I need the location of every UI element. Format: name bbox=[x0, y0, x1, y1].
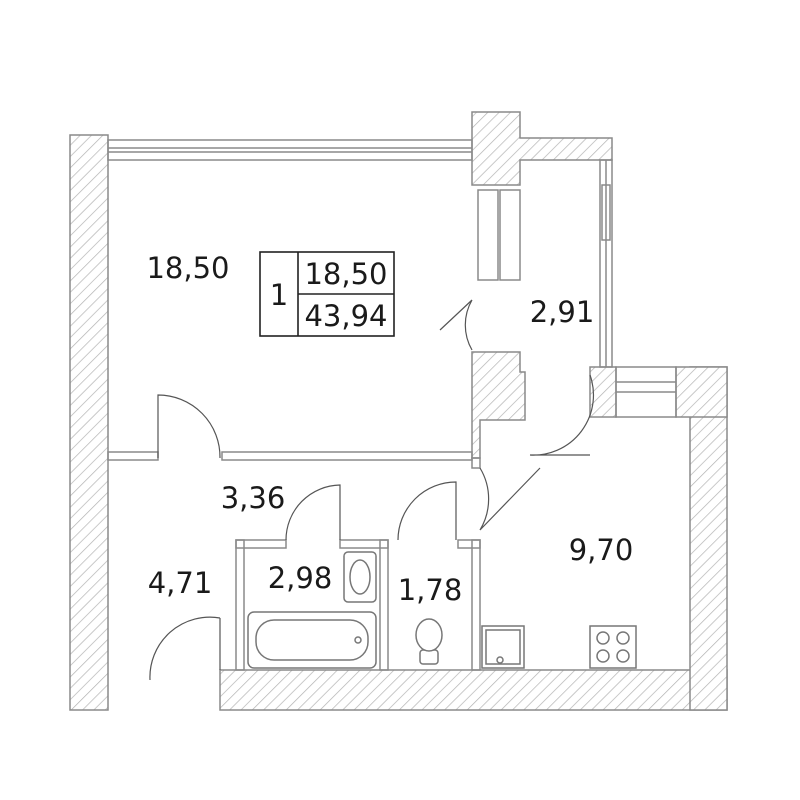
doors bbox=[149, 299, 595, 681]
wall-column-top bbox=[471, 111, 613, 186]
partition-toilet-top bbox=[457, 539, 481, 549]
wall-bottom bbox=[219, 669, 728, 711]
partition-living-bottom-right bbox=[221, 451, 473, 461]
room-area-bathroom: 2,98 bbox=[268, 561, 333, 595]
door-toilet bbox=[397, 481, 457, 541]
window-living-room bbox=[107, 139, 473, 161]
door-entrance bbox=[149, 616, 221, 681]
window-kitchen bbox=[615, 366, 677, 418]
living-area-value: 18,50 bbox=[304, 257, 387, 291]
door-bathroom bbox=[285, 484, 341, 541]
exterior-walls bbox=[69, 111, 728, 711]
window-balcony bbox=[599, 159, 613, 368]
room-area-kitchen: 9,70 bbox=[569, 533, 634, 567]
wall-kitchen-top-right bbox=[675, 366, 728, 418]
room-area-hall: 4,71 bbox=[148, 566, 213, 600]
kitchen-sink bbox=[481, 625, 525, 669]
sink bbox=[343, 551, 377, 603]
room-area-toilet: 1,78 bbox=[398, 573, 463, 607]
wall-right bbox=[689, 366, 728, 711]
total-area-value: 43,94 bbox=[304, 299, 387, 333]
room-area-balcony: 2,91 bbox=[530, 295, 595, 329]
bathtub bbox=[247, 611, 377, 669]
door-living-room bbox=[157, 394, 221, 459]
partition-living-bottom bbox=[107, 451, 159, 461]
partition-bath-top-right bbox=[339, 539, 389, 549]
door-kitchen bbox=[479, 467, 541, 531]
door-kitchen-balcony bbox=[529, 374, 595, 456]
apartment-info-box: 1 18,50 43,94 bbox=[259, 251, 395, 337]
toilet bbox=[415, 618, 443, 665]
partition-bath-left bbox=[235, 539, 245, 671]
balcony-cabinets bbox=[477, 189, 521, 281]
partition-kitchen-left bbox=[471, 539, 481, 671]
partition-bath-toilet bbox=[379, 539, 389, 671]
stove bbox=[589, 625, 637, 669]
partition-bath-top-left bbox=[235, 539, 287, 549]
wall-kitchen-top-left bbox=[589, 366, 617, 418]
room-area-living-room: 18,50 bbox=[146, 251, 229, 285]
partition-kitchen-left-top bbox=[471, 457, 481, 469]
rooms-count: 1 bbox=[270, 278, 288, 312]
door-balcony bbox=[439, 299, 473, 351]
room-area-corridor: 3,36 bbox=[221, 481, 286, 515]
wall-left bbox=[69, 134, 109, 711]
wall-column-lower bbox=[471, 351, 526, 459]
